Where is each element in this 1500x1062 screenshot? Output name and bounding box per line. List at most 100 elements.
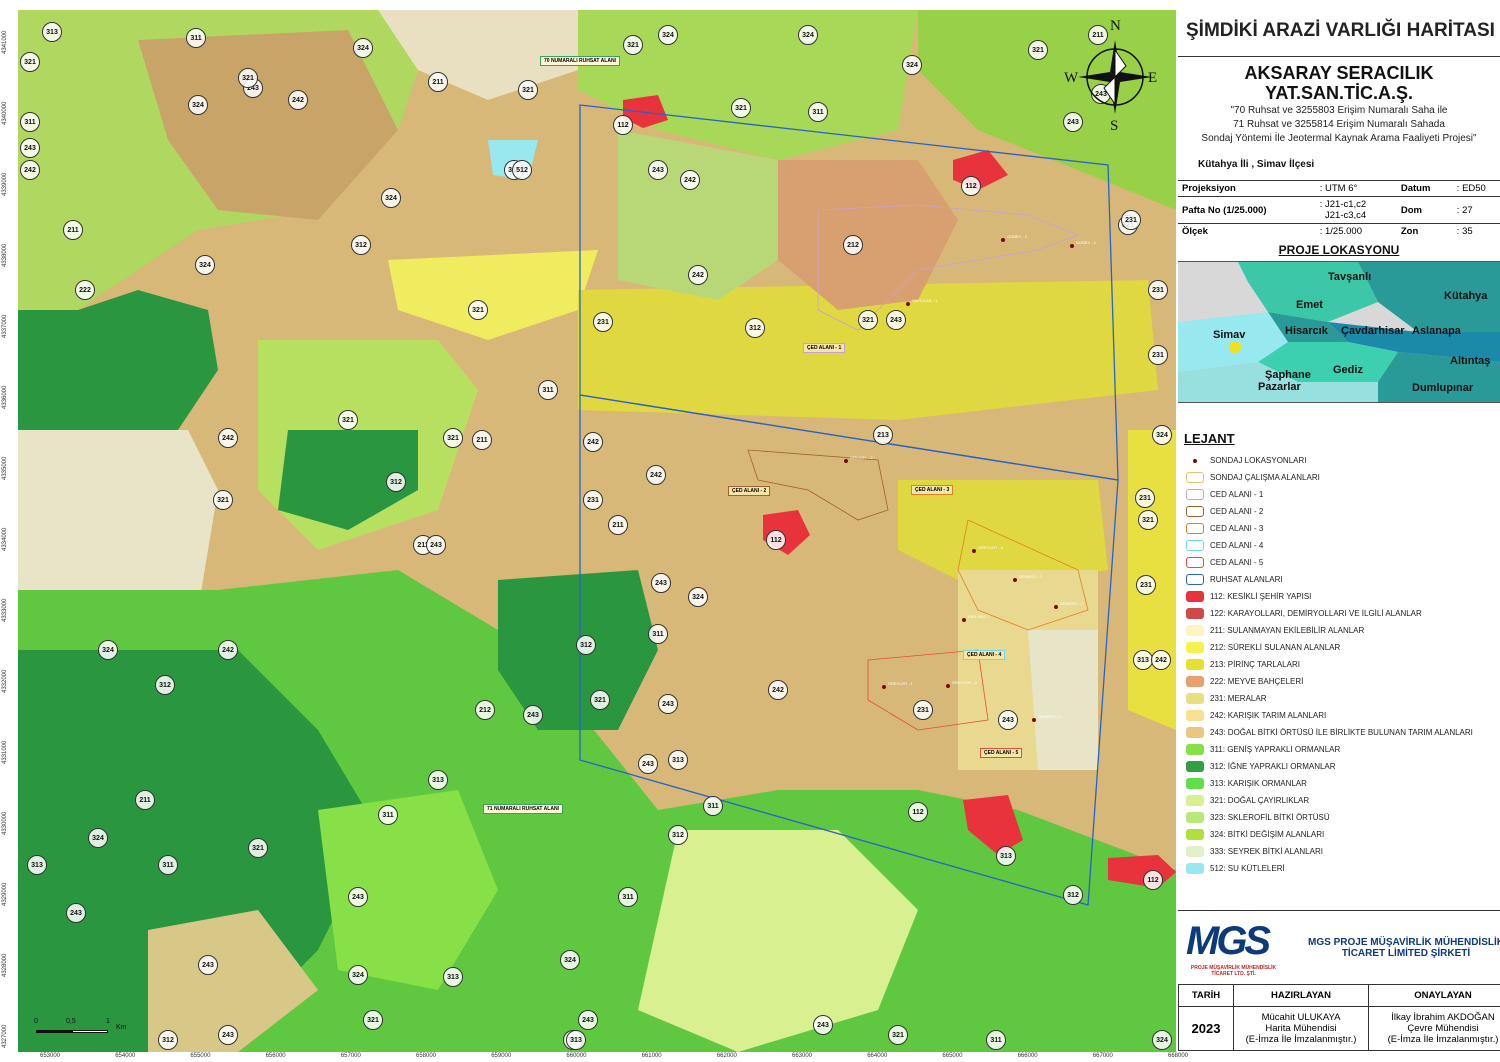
drilling-point[interactable] xyxy=(972,549,976,553)
inset-label-dumlupinar: Dumlupınar xyxy=(1412,382,1474,394)
fill-swatch xyxy=(1186,744,1204,755)
land-cover-code: 311 xyxy=(808,102,828,122)
drilling-point[interactable] xyxy=(962,618,966,622)
divider xyxy=(1178,56,1500,57)
drilling-point[interactable] xyxy=(906,302,910,306)
land-cover-code: 312 xyxy=(576,635,596,655)
land-cover-code: 242 xyxy=(680,170,700,190)
land-cover-code: 311 xyxy=(538,380,558,400)
land-cover-code: 211 xyxy=(63,220,83,240)
legend-item: 213: PİRİNÇ TARLALARI xyxy=(1178,656,1500,673)
legend-label: 312: İĞNE YAPRAKLI ORMANLAR xyxy=(1210,762,1336,771)
land-cover-map[interactable]: 70 NUMARALI RUHSAT ALANI 71 NUMARALI RUH… xyxy=(18,10,1176,1052)
land-cover-code: 313 xyxy=(428,770,448,790)
land-cover-code: 231 xyxy=(1135,488,1155,508)
outline-swatch xyxy=(1186,472,1204,483)
land-cover-code: 312 xyxy=(745,318,765,338)
land-cover-code: 324 xyxy=(688,587,708,607)
company-name-1: AKSARAY SERACILIK xyxy=(1244,63,1434,83)
legend-item: 321: DOĞAL ÇAYIRLIKLAR xyxy=(1178,792,1500,809)
drilling-point-label: DEMİRCİ - 1 xyxy=(1038,714,1061,719)
legend-label: 512: SU KÜTLELERİ xyxy=(1210,864,1285,873)
x-tick-label: 658000 xyxy=(416,1053,437,1059)
land-cover-code: 324 xyxy=(560,950,580,970)
land-cover-code: 243 xyxy=(523,705,543,725)
land-cover-code: 312 xyxy=(158,1030,178,1050)
shrub-area-n xyxy=(578,10,918,160)
compass-rose-icon xyxy=(1078,40,1152,114)
land-cover-code: 512 xyxy=(512,160,532,180)
approved-by-title: Çevre Mühendisi xyxy=(1407,1023,1479,1034)
approved-by-name: İlkay İbrahim AKDOĞAN xyxy=(1391,1012,1495,1023)
y-tick-label: 4327000 xyxy=(2,1024,8,1048)
land-cover-code: 321 xyxy=(590,690,610,710)
fill-swatch xyxy=(1186,727,1204,738)
drilling-point[interactable] xyxy=(882,685,886,689)
legend-item: RUHSAT ALANLARI xyxy=(1178,571,1500,588)
company-name-2: YAT.SAN.TİC.A.Ş. xyxy=(1264,83,1414,103)
approved-by-header: ONAYLAYAN xyxy=(1368,984,1500,1007)
legend-label: 213: PİRİNÇ TARLALARI xyxy=(1210,660,1300,669)
land-cover-code: 324 xyxy=(658,25,678,45)
y-tick-label: 4328000 xyxy=(2,953,8,977)
legend-item: 512: SU KÜTLELERİ xyxy=(1178,860,1500,877)
legend-label: 311: GENİŞ YAPRAKLI ORMANLAR xyxy=(1210,745,1341,754)
land-cover-code: 242 xyxy=(1151,650,1171,670)
land-cover-code: 243 xyxy=(198,955,218,975)
pafta-value-1: J21-c1,c2 xyxy=(1325,199,1367,210)
fill-swatch xyxy=(1186,863,1204,874)
drilling-point[interactable] xyxy=(1013,578,1017,582)
drilling-point[interactable] xyxy=(1001,238,1005,242)
land-cover-code: 324 xyxy=(348,965,368,985)
datum-value: : ED50 xyxy=(1452,180,1500,197)
title-panel: ŞİMDİKİ ARAZİ VARLIĞI HARİTASI AKSARAY S… xyxy=(1178,10,1500,1052)
land-cover-code: 312 xyxy=(155,675,175,695)
land-cover-code: 311 xyxy=(158,855,178,875)
legend-item: 243: DOĞAL BİTKİ ÖRTÜSÜ İLE BİRLİKTE BUL… xyxy=(1178,724,1500,741)
land-cover-code: 321 xyxy=(20,52,40,72)
land-cover-code: 242 xyxy=(688,265,708,285)
y-tick-label: 4334000 xyxy=(2,527,8,551)
drilling-point-label: GÖLKÖY - 2 xyxy=(850,455,873,460)
drilling-point[interactable] xyxy=(1032,718,1036,722)
drilling-point[interactable] xyxy=(844,459,848,463)
land-cover-code: 242 xyxy=(288,90,308,110)
land-cover-code: 231 xyxy=(1148,280,1168,300)
land-cover-code: 243 xyxy=(348,887,368,907)
land-cover-code: 312 xyxy=(386,472,406,492)
drilling-point[interactable] xyxy=(1070,244,1074,248)
x-tick-label: 655000 xyxy=(190,1053,211,1059)
x-tick-label: 662000 xyxy=(716,1053,737,1059)
conifer-forest-w xyxy=(18,290,218,440)
y-tick-label: 4332000 xyxy=(2,669,8,693)
conifer-forest-center-w xyxy=(278,430,418,530)
consultant-name-1: MGS PROJE MÜŞAVİRLİK MÜHENDİSLİK xyxy=(1308,937,1500,948)
y-tick-label: 4330000 xyxy=(2,811,8,835)
legend-title: LEJANT xyxy=(1184,431,1235,446)
fill-swatch xyxy=(1186,761,1204,772)
south-label: S xyxy=(1110,118,1119,134)
irrigated-area-w xyxy=(388,250,598,340)
legend-label: 243: DOĞAL BİTKİ ÖRTÜSÜ İLE BİRLİKTE BUL… xyxy=(1210,728,1473,737)
land-cover-code: 324 xyxy=(188,95,208,115)
drilling-point[interactable] xyxy=(1054,605,1058,609)
sparse-vegetation-w xyxy=(18,430,218,630)
land-cover-code: 211 xyxy=(608,515,628,535)
inset-label-kutahya: Kütahya xyxy=(1444,290,1488,302)
fill-swatch xyxy=(1186,693,1204,704)
legend-item: 242: KARIŞIK TARIM ALANLARI xyxy=(1178,707,1500,724)
legend-label: 313: KARIŞIK ORMANLAR xyxy=(1210,779,1307,788)
land-cover-code: 222 xyxy=(75,280,95,300)
land-cover-code: 243 xyxy=(66,903,86,923)
land-cover-code: 313 xyxy=(42,22,62,42)
drilling-point[interactable] xyxy=(946,684,950,688)
pafta-label: Pafta No (1/25.000) xyxy=(1178,196,1316,224)
logo-row: MGS PROJE MÜŞAVİRLİK MÜHENDİSLİK TİCARET… xyxy=(1178,910,1500,985)
legend-label: RUHSAT ALANLARI xyxy=(1210,575,1283,584)
legend-item: 323: SKLEROFİL BİTKİ ÖRTÜSÜ xyxy=(1178,809,1500,826)
nonirrigated-area-n xyxy=(378,10,578,100)
drilling-point-label: KSD 2011-7 xyxy=(968,614,990,619)
land-cover-code: 211 xyxy=(472,430,492,450)
land-cover-code: 243 xyxy=(1063,112,1083,132)
inset-label-hisarcik: Hisarcık xyxy=(1285,325,1328,337)
